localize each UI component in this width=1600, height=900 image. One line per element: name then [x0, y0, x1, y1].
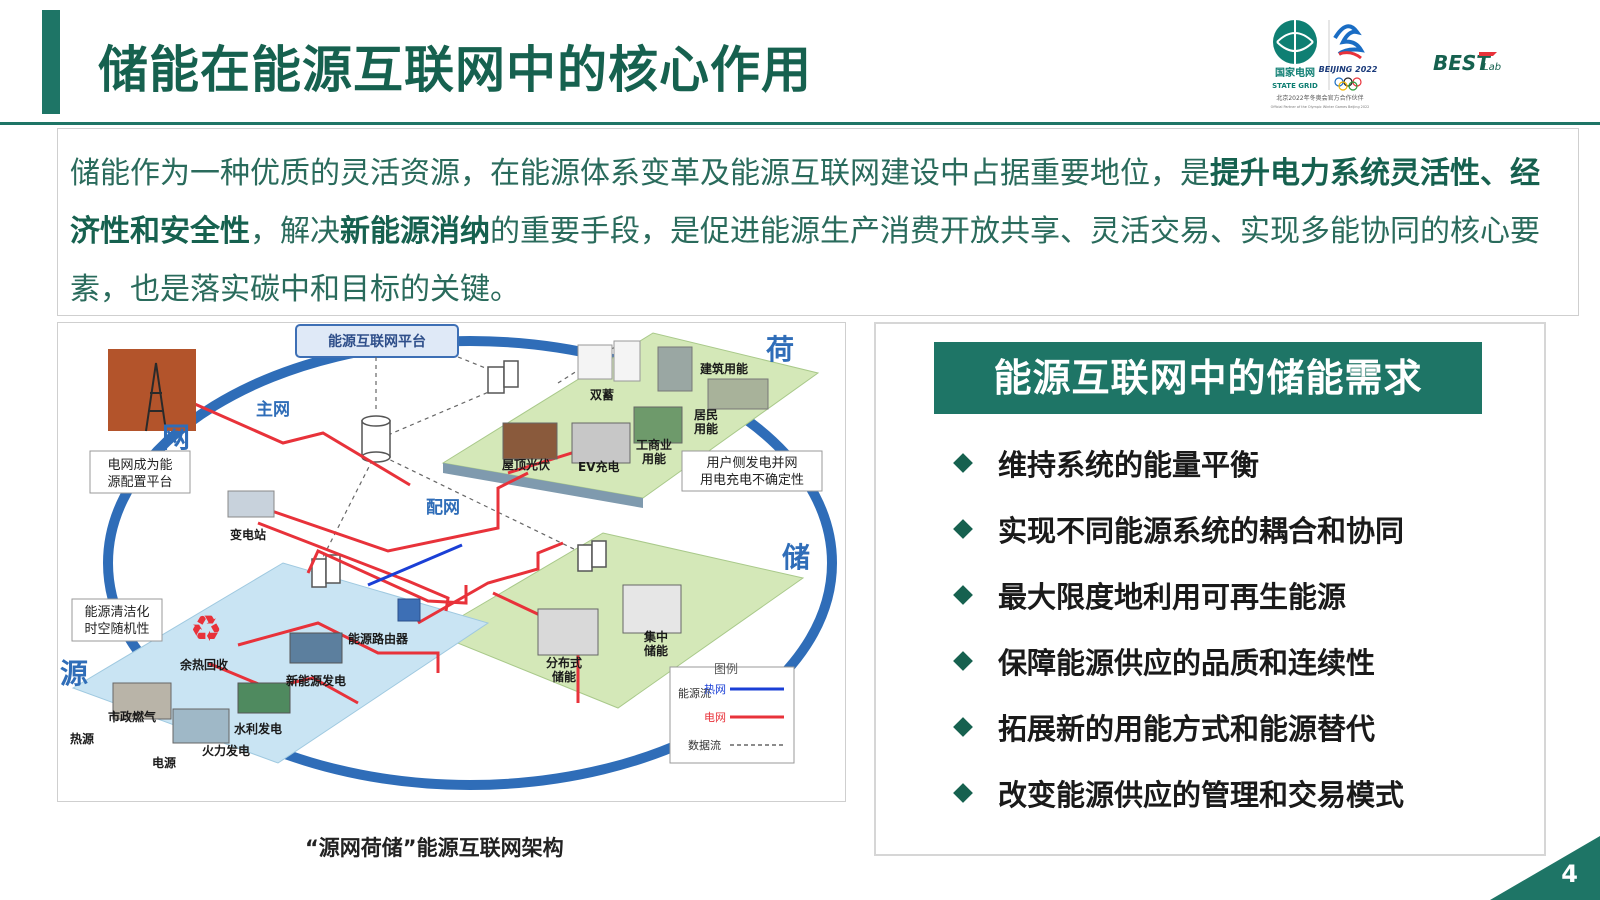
title-accent-bar — [42, 10, 60, 114]
router-label: 能源路由器 — [348, 631, 409, 646]
legend-power: 电网 — [704, 711, 726, 724]
needs-item-text: 保障能源供应的品质和连续性 — [998, 646, 1376, 680]
central-label-2: 储能 — [644, 643, 668, 658]
needs-item-text: 维持系统的能量平衡 — [998, 448, 1260, 482]
needs-item: 最大限度地利用可再生能源 — [953, 562, 1404, 628]
state-grid-logo: 国家电网 STATE GRID — [1272, 20, 1318, 90]
power-lines — [187, 399, 580, 705]
heat-line — [367, 543, 463, 587]
needs-item-text: 最大限度地利用可再生能源 — [998, 580, 1347, 614]
needs-item-text: 实现不同能源系统的耦合和协同 — [998, 514, 1405, 548]
beijing-2022-logo: BEIJING 2022 — [1319, 24, 1378, 91]
diagram-small-labels: 变电站 双蓄 建筑用能 居民 用能 屋顶光伏 EV充电 工商业 用能 能源路由器… — [70, 361, 748, 770]
renewable-label: 新能源发电 — [286, 673, 346, 688]
rooftop-pv-label: 屋顶光伏 — [502, 457, 550, 472]
partner-logos: 国家电网 STATE GRID BEIJING 2022 北京2022年冬奥会官… — [1271, 20, 1501, 109]
corner-triangle — [1490, 836, 1600, 900]
distributed-label-1: 分布式 — [546, 655, 582, 670]
needs-list: 维持系统的能量平衡 实现不同能源系统的耦合和协同 最大限度地利用可再生能源 保障… — [953, 430, 1405, 826]
hydro-label: 水利发电 — [234, 721, 282, 736]
building-label: 建筑用能 — [699, 361, 748, 376]
intro-bold-2: 新能源消纳 — [340, 214, 490, 249]
intro-text-2: ，解决 — [250, 214, 340, 249]
page-number: 4 — [1561, 860, 1578, 888]
needs-item: 实现不同能源系统的耦合和协同 — [953, 496, 1405, 562]
diamond-bullet-icon — [953, 783, 973, 803]
ev-charging-label: EV充电 — [578, 459, 620, 474]
needs-item: 保障能源供应的品质和连续性 — [953, 628, 1404, 694]
user-note-line2: 用电充电不确定性 — [700, 472, 804, 488]
needs-item: 改变能源供应的管理和交易模式 — [953, 760, 1405, 826]
recycle-icon: ♻ — [190, 609, 222, 650]
beijing-text: BEIJING 2022 — [1319, 65, 1378, 74]
sgcc-en-text: STATE GRID — [1272, 82, 1318, 90]
user-note-box — [681, 450, 823, 492]
substation-label: 变电站 — [230, 527, 266, 542]
dual-storage-label: 双蓄 — [590, 387, 614, 402]
partner-en-text: Official Partner of the Olympic Winter G… — [1271, 105, 1370, 109]
diamond-bullet-icon — [953, 717, 973, 737]
needs-item: 拓展新的用能方式和能源替代 — [953, 694, 1404, 760]
main-grid-label: 主网 — [256, 399, 290, 420]
needs-item-text: 拓展新的用能方式和能源替代 — [998, 712, 1376, 746]
user-note-line1: 用户侧发电并网 — [706, 455, 797, 471]
residential-label-2: 用能 — [693, 421, 718, 436]
grid-big-label: 网 — [162, 421, 190, 454]
intro-bold-1: 提升电力系统灵活性、经济性和安全性 — [70, 156, 1540, 249]
waste-heat-label: 余热回收 — [179, 657, 228, 672]
diagram-legend: 图例 能源流 热网 电网 数据流 — [669, 662, 795, 764]
grid-note-line2: 源配置平台 — [107, 475, 172, 490]
municipal-gas-label: 市政燃气 — [108, 709, 156, 724]
platform-box — [295, 324, 459, 358]
legend-title: 图例 — [714, 662, 738, 676]
intro-box: 储能作为一种优质的灵活资源，在能源体系变革及能源互联网建设中占据重要地位，是提升… — [57, 128, 1579, 316]
architecture-svg: 能源互联网平台 — [60, 324, 837, 790]
grid-note-box — [89, 450, 191, 494]
legend-energy-flow: 能源流 — [678, 686, 711, 700]
legend-heat: 热网 — [704, 683, 726, 696]
partner-line-text: 北京2022年冬奥会官方合作伙伴 — [1276, 94, 1363, 102]
needs-item: 维持系统的能量平衡 — [953, 430, 1404, 496]
best-lab-logo: BEST Lab — [1433, 51, 1501, 75]
platform-label: 能源互联网平台 — [328, 333, 426, 350]
architecture-diagram: 能源互联网平台 — [57, 322, 846, 802]
title-divider — [0, 122, 1600, 125]
intro-text-1: 储能作为一种优质的灵活资源，在能源体系变革及能源互联网建设中占据重要地位，是 — [70, 156, 1210, 191]
intro-text-3: 的重要手段，是促进能源生产消费开放共享、灵活交易、实现多能协同的核心要素，也是落… — [70, 214, 1540, 307]
power-source-label: 电源 — [152, 755, 176, 770]
residential-label-1: 居民 — [694, 408, 718, 422]
diamond-bullet-icon — [953, 585, 973, 605]
commercial-label-1: 工商业 — [636, 437, 672, 452]
source-big-label: 源 — [60, 657, 88, 690]
best-sub-text: Lab — [1483, 62, 1501, 73]
legend-data: 数据流 — [688, 738, 721, 752]
load-plane-edge — [443, 463, 643, 508]
needs-item-text: 改变能源供应的管理和交易模式 — [998, 778, 1405, 812]
equipment-blocks — [112, 340, 769, 744]
intro-paragraph: 储能作为一种优质的灵活资源，在能源体系变革及能源互联网建设中占据重要地位，是提升… — [58, 129, 1578, 319]
sgcc-cn-text: 国家电网 — [1275, 66, 1315, 79]
clean-note-box — [71, 598, 163, 642]
page-title: 储能在能源互联网中的核心作用 — [98, 41, 812, 99]
diamond-bullet-icon — [953, 453, 973, 473]
dist-grid-label: 配网 — [426, 498, 460, 518]
diamond-bullet-icon — [953, 519, 973, 539]
needs-title: 能源互联网中的储能需求 — [934, 342, 1482, 414]
energy-ring — [103, 336, 837, 790]
storage-plane — [431, 532, 805, 709]
load-big-label: 荷 — [766, 333, 794, 366]
diamond-bullet-icon — [953, 651, 973, 671]
commercial-label-2: 用能 — [641, 451, 666, 466]
distributed-label-2: 储能 — [552, 669, 576, 684]
thermal-label: 火力发电 — [202, 743, 250, 758]
storage-cylinders — [311, 360, 607, 588]
storage-big-label: 储 — [782, 541, 810, 574]
diagram-caption: “源网荷储”能源互联网架构 — [305, 836, 564, 860]
clean-note-line2: 时空随机性 — [84, 622, 149, 637]
storage-needs-panel: 能源互联网中的储能需求 维持系统的能量平衡 实现不同能源系统的耦合和协同 最大限… — [874, 322, 1546, 856]
central-label-1: 集中 — [643, 629, 668, 644]
clean-note-line1: 能源清洁化 — [84, 605, 149, 620]
grid-note-line1: 电网成为能 — [107, 458, 172, 473]
heat-source-label: 热源 — [70, 731, 94, 746]
